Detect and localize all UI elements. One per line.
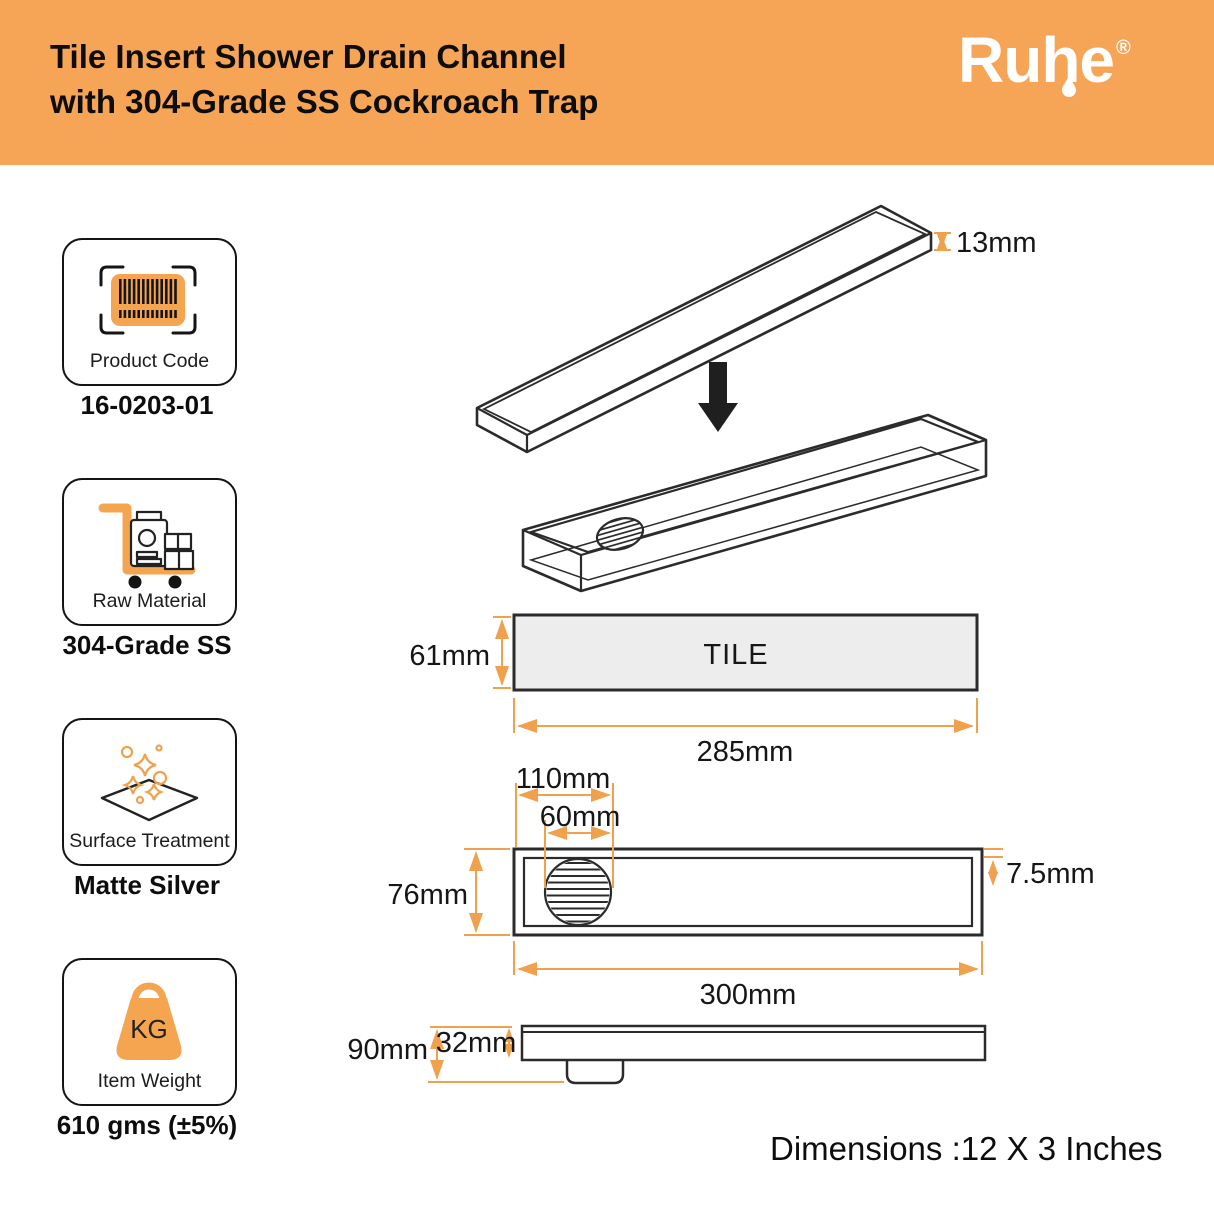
dim-label-300mm: 300mm: [700, 979, 797, 1011]
dim-drain-diameter: 60mm: [540, 801, 621, 888]
product-code-value: 16-0203-01: [80, 390, 214, 420]
weight-icon: KG: [116, 982, 182, 1060]
surface-treatment-value: Matte Silver: [74, 870, 220, 900]
item-weight-value: 610 gms (±5%): [56, 1110, 238, 1140]
page-title-line2: with 304-Grade SS Cockroach Trap: [50, 83, 599, 120]
page-title-line1: Tile Insert Shower Drain Channel: [50, 38, 567, 75]
drain-hole-top: [543, 857, 613, 927]
top-view: 110mm 60mm 76mm 7.5mm: [387, 763, 1094, 1011]
dim-label-32mm: 32mm: [436, 1027, 517, 1059]
dim-label-13mm: 13mm: [956, 227, 1037, 259]
card-label: Raw Material: [92, 590, 207, 612]
tile-label: TILE: [703, 639, 768, 671]
channel-body-drawing: [521, 413, 988, 593]
dim-tile-height: 61mm: [409, 616, 511, 689]
dim-drain-offset: 110mm: [515, 763, 614, 888]
outlet-drawing: [565, 1060, 625, 1085]
surface-treatment-card: Surface Treatment: [62, 718, 237, 866]
dim-label-7-5mm: 7.5mm: [1006, 858, 1095, 890]
product-code-card: Product Code: [62, 238, 237, 386]
raw-material-card: Raw Material: [62, 478, 237, 626]
card-label: Item Weight: [97, 1070, 202, 1092]
tile-section-view: TILE 61mm 285mm: [409, 613, 979, 768]
dim-tile-width: 285mm: [513, 698, 978, 768]
raw-material-value: 304-Grade SS: [62, 630, 232, 660]
dim-body-height: 32mm: [436, 1027, 517, 1059]
registered-trademark: ®: [1116, 37, 1131, 59]
dim-label-110mm: 110mm: [516, 763, 611, 795]
tile-insert-frame-drawing: [475, 204, 933, 454]
sparkle-diamond-icon: [100, 744, 199, 822]
assembly-arrow-icon: [698, 362, 738, 432]
header-banner: Tile Insert Shower Drain Channel with 30…: [0, 0, 1214, 165]
dim-channel-width: 76mm: [387, 848, 510, 936]
dim-label-285mm: 285mm: [697, 736, 794, 768]
dim-lid-thickness: 13mm: [934, 227, 1037, 259]
dim-label-60mm: 60mm: [540, 801, 621, 833]
dim-label-76mm: 76mm: [387, 879, 468, 911]
brand-name: Ruhe: [958, 24, 1115, 96]
barcode-icon: [99, 265, 197, 335]
card-label: Surface Treatment: [69, 830, 230, 852]
brand-logo: Ruhe®: [958, 28, 1168, 138]
exploded-view: 13mm: [475, 204, 1037, 593]
trolley-icon: [98, 503, 196, 589]
tile-rect: [512, 613, 979, 692]
channel-inner-rect: [522, 856, 974, 928]
item-weight-card: KG Item Weight: [62, 958, 237, 1106]
side-view: 90mm 32mm: [347, 1024, 987, 1085]
dim-label-90mm: 90mm: [347, 1034, 428, 1066]
droplet-icon: [1062, 72, 1076, 97]
dim-total-height: 90mm: [347, 1026, 564, 1083]
dim-channel-length: 300mm: [513, 941, 983, 1011]
overall-dimensions-text: Dimensions :12 X 3 Inches: [770, 1130, 1163, 1167]
kg-label: KG: [130, 1014, 168, 1044]
card-label: Product Code: [89, 350, 210, 372]
dim-rim-depth: 7.5mm: [984, 848, 1095, 890]
dim-label-61mm: 61mm: [409, 640, 490, 672]
